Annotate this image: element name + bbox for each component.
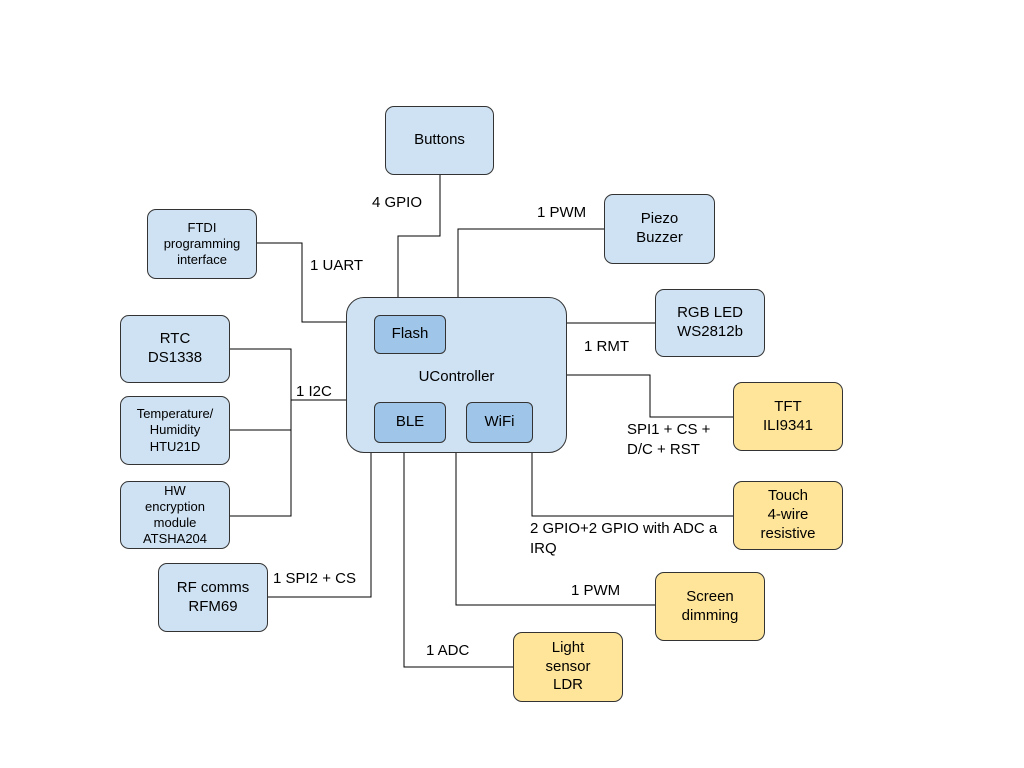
wifi-box: WiFi [466,402,533,443]
temp-humidity-box: Temperature/ Humidity HTU21D [120,396,230,465]
edge-label-screen-dimming: 1 PWM [571,582,621,599]
wire-touch [531,453,733,517]
hw-encryption-box: HW encryption module ATSHA204 [120,481,230,549]
piezo-buzzer-box: Piezo Buzzer [604,194,715,264]
edge-label-light-sensor: 1 ADC [426,642,470,659]
wire-dimming [455,453,655,606]
edge-label-ftdi: 1 UART [310,257,364,274]
edge-label-piezo: 1 PWM [537,204,587,221]
edge-label-rgb-led: 1 RMT [584,338,629,355]
rgb-led-box: RGB LED WS2812b [655,289,765,357]
wire-rtc [230,348,292,430]
edge-label-tft: SPI1 + CS + D/C + RST [627,421,711,458]
wire-piezo [457,228,604,297]
rf-comms-box: RF comms RFM69 [158,563,268,632]
edge-label-touch: 2 GPIO+2 GPIO with ADC a IRQ [530,520,718,557]
edge-label-i2c: 1 I2C [296,383,332,400]
tft-box: TFT ILI9341 [733,382,843,451]
wire-tft [567,374,733,418]
touch-box: Touch 4-wire resistive [733,481,843,550]
wire-hw-enc [230,430,292,517]
wire-light [403,453,513,668]
light-sensor-box: Light sensor LDR [513,632,623,702]
edge-label-buttons: 4 GPIO [372,194,423,211]
wire-buttons [397,175,441,297]
flash-box: Flash [374,315,446,354]
rtc-box: RTC DS1338 [120,315,230,383]
wire-rf [268,453,372,598]
ble-box: BLE [374,402,446,443]
wire-ftdi [257,242,346,323]
buttons-box: Buttons [385,106,494,175]
edge-label-rf-comms: 1 SPI2 + CS [273,570,356,587]
ftdi-box: FTDI programming interface [147,209,257,279]
ucontroller-label: UController [418,368,495,385]
screen-dimming-box: Screen dimming [655,572,765,641]
